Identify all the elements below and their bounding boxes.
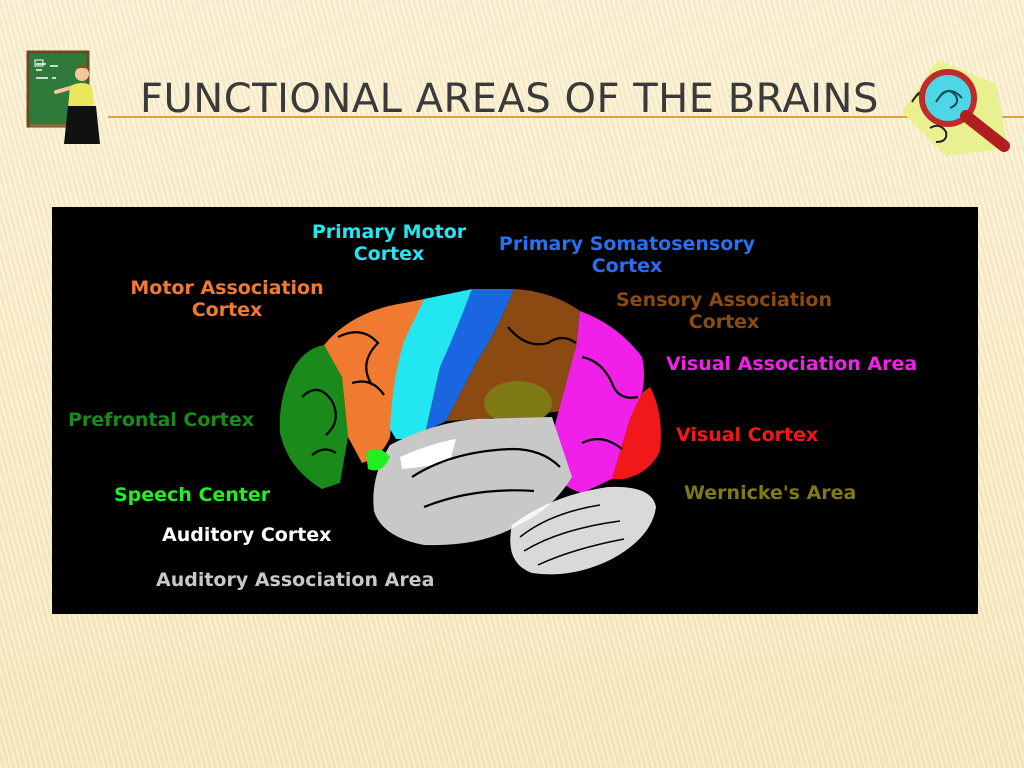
primary-somatosensory-region (426, 289, 514, 431)
label-auditory-association-area: Auditory Association Area (156, 569, 435, 591)
label-auditory-cortex: Auditory Cortex (162, 524, 332, 546)
label-wernicke-area: Wernicke's Area (684, 482, 857, 504)
label-visual-association-area: Visual Association Area (666, 353, 918, 375)
sensory-association-region (446, 289, 580, 421)
magnifying-glass-fingerprint-icon (902, 60, 1010, 156)
wernicke-area-region (484, 381, 552, 425)
cerebellum-region (510, 486, 656, 575)
primary-motor-region (390, 289, 472, 439)
label-visual-cortex: Visual Cortex (676, 424, 819, 446)
brain-functional-areas-diagram: Primary Motor Cortex Primary Somatosenso… (52, 207, 978, 614)
prefrontal-cortex-region (279, 345, 348, 489)
label-primary-somatosensory-cortex: Primary Somatosensory Cortex (498, 233, 756, 277)
label-prefrontal-cortex: Prefrontal Cortex (68, 409, 255, 431)
label-motor-association-cortex: Motor Association Cortex (130, 277, 324, 321)
visual-cortex-region (612, 387, 661, 479)
teacher-at-chalkboard-icon (26, 50, 100, 144)
speech-center-region (366, 448, 390, 471)
label-primary-motor-cortex: Primary Motor Cortex (311, 221, 467, 265)
label-sensory-association-cortex: Sensory Association Cortex (616, 289, 832, 333)
cerebellum-folds (519, 504, 625, 566)
motor-association-region (324, 299, 424, 463)
slide-title: Functional Areas of the Brains (140, 76, 879, 122)
title-underline (108, 116, 1024, 118)
brain-sulci (301, 326, 639, 509)
brain-illustration (279, 289, 661, 575)
label-speech-center: Speech Center (114, 484, 271, 506)
